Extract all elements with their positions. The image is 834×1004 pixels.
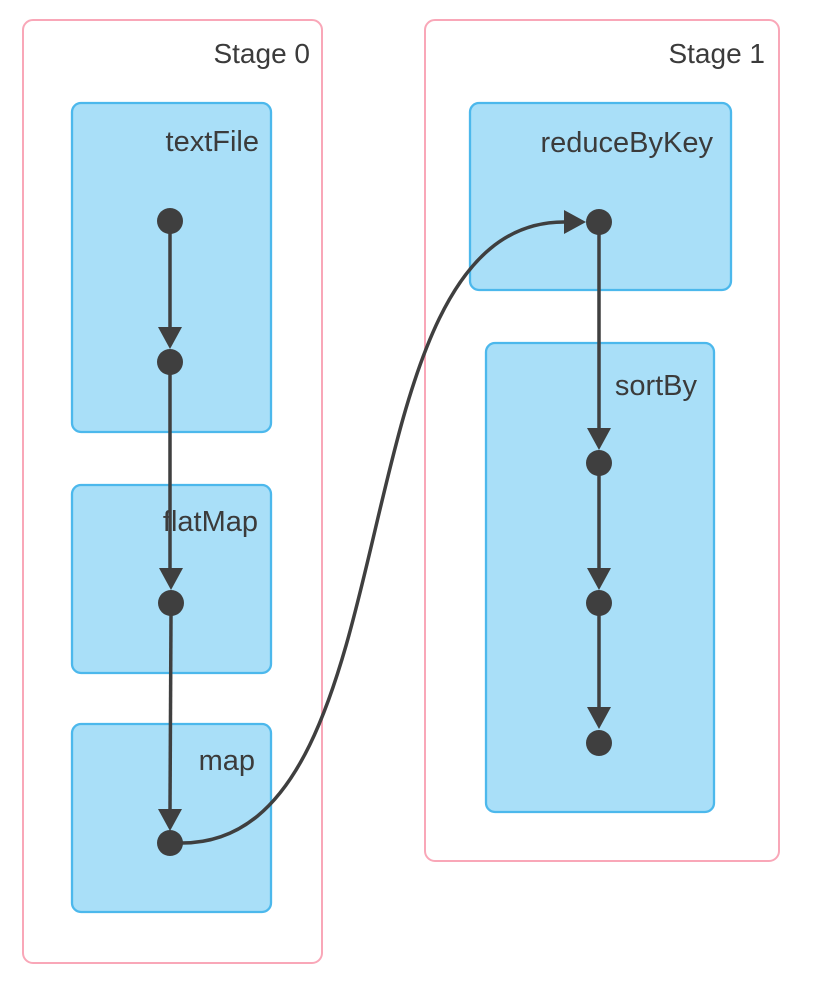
rdd-node-dot-textfile-1[interactable] (157, 349, 183, 375)
rdd-node-dot-textfile-0[interactable] (157, 208, 183, 234)
arrowhead-down-icon (159, 568, 183, 590)
operation-label-reducebykey: reduceByKey (541, 127, 714, 159)
rdd-node-dot-reducebykey-0[interactable] (586, 209, 612, 235)
stage-1-label: Stage 1 (668, 38, 765, 69)
rdd-node-dot-sortby-1[interactable] (586, 590, 612, 616)
edges-group (158, 210, 611, 845)
arrowhead-down-icon (587, 568, 611, 590)
operation-label-textfile: textFile (166, 126, 259, 158)
arrowhead-down-icon (587, 428, 611, 450)
rdd-node-dot-flatmap-0[interactable] (158, 590, 184, 616)
arrowhead-down-icon (158, 809, 182, 831)
arrowhead-down-icon (587, 707, 611, 729)
operation-label-map: map (199, 745, 255, 777)
rdd-node-dot-map-0[interactable] (157, 830, 183, 856)
edge-map-reducebykey-shuffle (181, 220, 565, 845)
arrowhead-right-icon (564, 210, 586, 234)
rdd-node-dot-sortby-0[interactable] (586, 450, 612, 476)
rdd-nodes-group (157, 208, 612, 856)
operation-label-sortby: sortBy (615, 370, 698, 402)
stage-0-label: Stage 0 (213, 38, 310, 69)
edge-flatmap-map (168, 614, 173, 812)
operation-label-flatmap: flatMap (163, 506, 258, 538)
arrowhead-down-icon (158, 327, 182, 349)
rdd-node-dot-sortby-2[interactable] (586, 730, 612, 756)
